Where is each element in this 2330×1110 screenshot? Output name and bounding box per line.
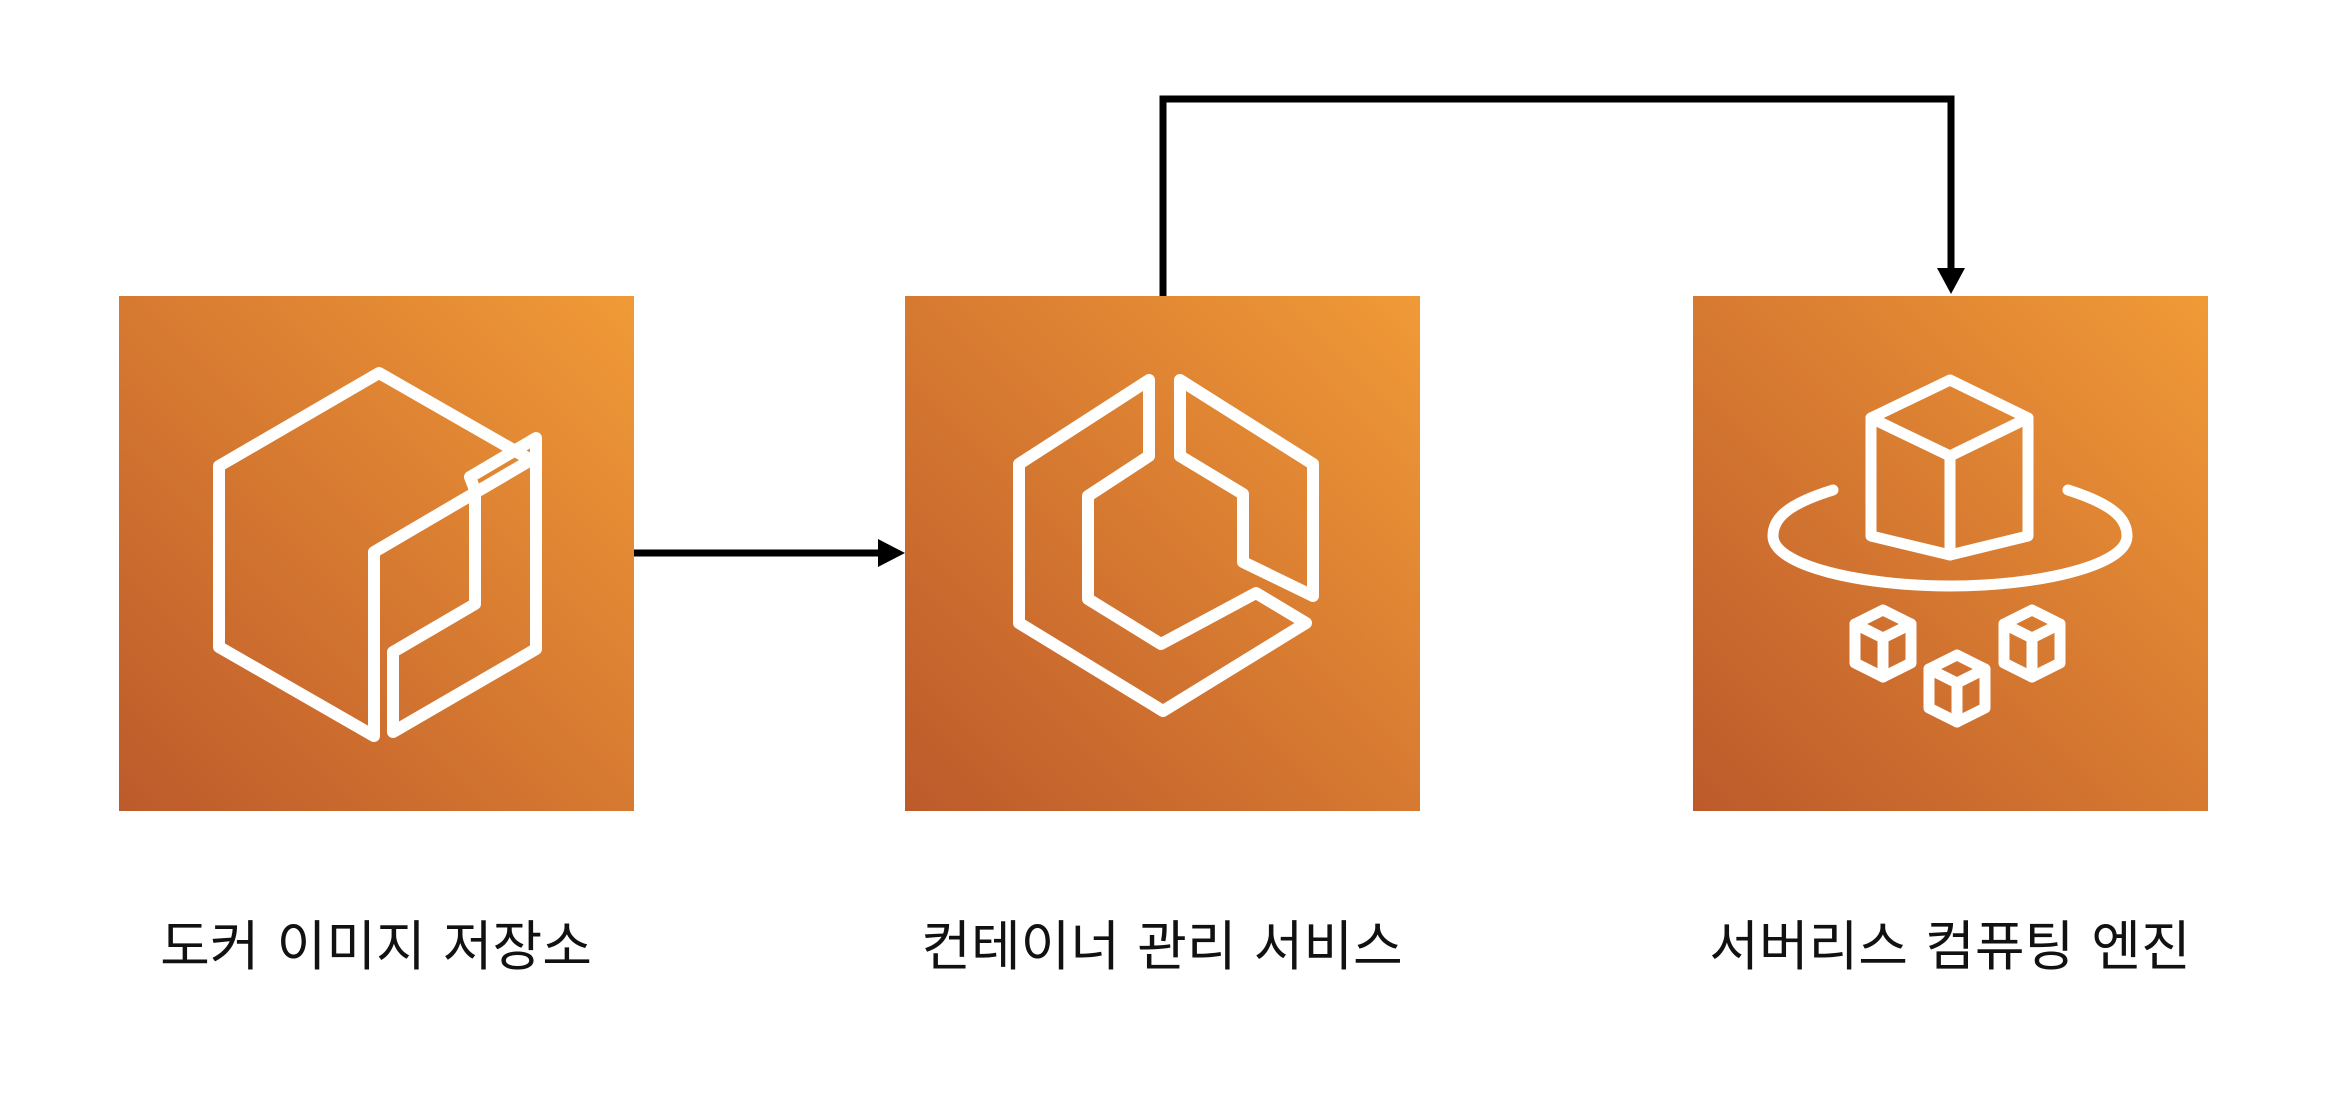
node-ecs-tile[interactable] xyxy=(905,296,1420,811)
node-ecr-tile[interactable] xyxy=(119,296,634,811)
node-fargate-label: 서버리스 컴퓨팅 엔진 xyxy=(1709,915,2191,978)
node-fargate-tile[interactable] xyxy=(1693,296,2208,811)
edge-ecr-to-ecs xyxy=(634,539,905,567)
serverless-compute-icon xyxy=(1767,374,2133,728)
edge-ecs-to-fargate xyxy=(1159,95,1965,296)
container-registry-icon xyxy=(213,367,542,742)
container-service-icon xyxy=(1013,374,1319,717)
node-ecr-label: 도커 이미지 저장소 xyxy=(160,915,592,978)
node-ecs-label: 컨테이너 관리 서비스 xyxy=(921,915,1403,978)
